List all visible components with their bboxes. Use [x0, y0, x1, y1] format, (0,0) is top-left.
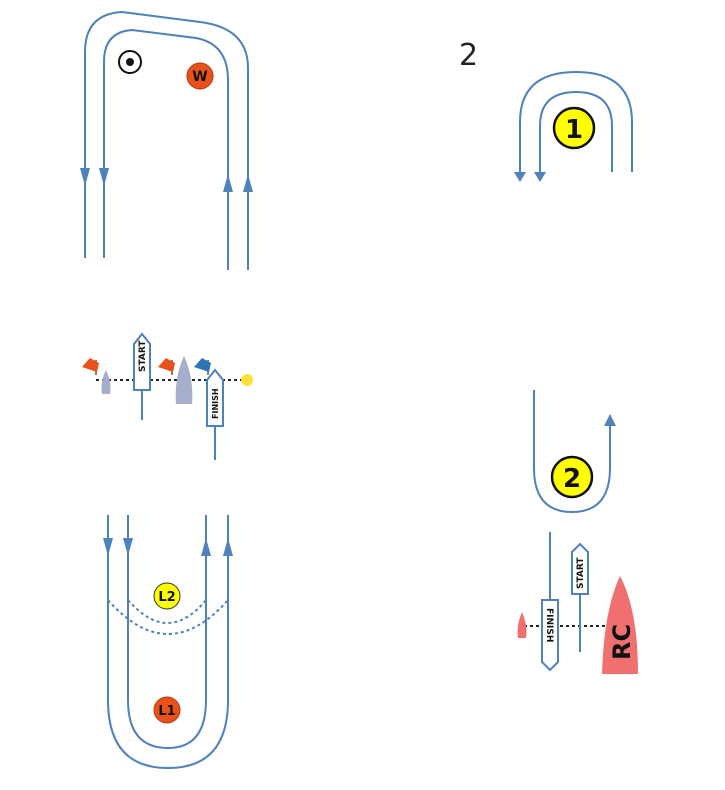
arrow-up-icon	[223, 538, 233, 556]
start-finish-line: START FINISH	[82, 332, 253, 460]
leeward-course-loop	[107, 515, 229, 770]
mark-1-label: 1	[565, 115, 583, 145]
leeward-gate-dotted	[107, 599, 229, 635]
mark-1: 1	[552, 106, 596, 150]
arrow-up-icon	[201, 538, 211, 556]
leeward-1-label: L1	[158, 704, 175, 719]
start-label: START	[138, 340, 148, 372]
leeward-mark-1: L1	[153, 696, 181, 724]
leeward-2-label: L2	[158, 590, 175, 605]
rc-start-finish: FINISH START RC	[517, 532, 638, 674]
mark-2-label: 2	[563, 464, 581, 494]
arrow-up-icon	[243, 174, 253, 192]
leeward-course-arrows	[103, 538, 233, 556]
start-pin: START	[571, 542, 589, 652]
boat-icon	[101, 370, 111, 394]
windward-mark-label: W	[192, 69, 207, 85]
arrow-down-icon	[534, 172, 546, 182]
finish-pin: FINISH	[541, 532, 559, 672]
rounding-1-loop	[519, 70, 633, 172]
leeward-mark-2: L2	[153, 582, 181, 610]
arrow-down-icon	[103, 538, 113, 556]
arrow-down-icon	[80, 168, 90, 186]
start-pin: START	[133, 332, 151, 420]
signal-boat-icon: RC	[602, 576, 638, 674]
arrow-down-icon	[123, 538, 133, 556]
rounding-2-loop	[533, 390, 611, 514]
finish-label: FINISH	[544, 608, 554, 642]
start-label: START	[576, 557, 586, 589]
windward-course-arrows	[80, 168, 253, 192]
page-number: 2	[459, 38, 479, 73]
arrow-down-icon	[99, 168, 109, 186]
windward-course-loop	[84, 10, 249, 270]
finish-pin: FINISH	[206, 368, 224, 460]
windward-mark: W	[186, 62, 214, 90]
blue-flag-icon	[194, 358, 211, 375]
rc-label: RC	[608, 624, 636, 660]
boat-icon	[517, 612, 527, 638]
arrow-up-icon	[604, 414, 616, 426]
boat-icon	[175, 356, 193, 404]
rounding-1-arrows	[514, 172, 546, 182]
pin-end-mark	[241, 374, 253, 386]
arrow-up-icon	[223, 174, 233, 192]
orange-flag-icon	[82, 358, 99, 375]
orange-flag-icon	[158, 358, 175, 375]
bullseye-icon	[118, 50, 142, 74]
mark-2: 2	[550, 455, 594, 499]
arrow-down-icon	[514, 172, 526, 182]
finish-label: FINISH	[211, 388, 220, 419]
